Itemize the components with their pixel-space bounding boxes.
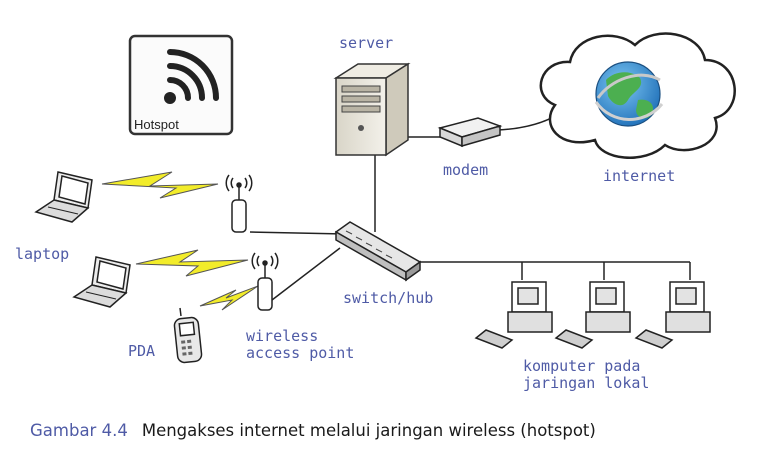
lightning-icon-3 [199, 285, 259, 311]
figure-caption: Gambar 4.4 Mengakses internet melalui jar… [30, 421, 596, 440]
lan-computers-line-2: jaringan lokal [523, 374, 650, 392]
caption-text: Mengakses internet melalui jaringan wire… [141, 421, 596, 440]
modem-label: modem [443, 161, 489, 179]
hotspot-sign [128, 34, 234, 136]
connection-lines [249, 109, 691, 301]
computer-icon-3 [634, 281, 711, 349]
computer-icon-2 [554, 281, 631, 349]
pda-label: PDA [128, 342, 156, 360]
line-ap1-switch [249, 231, 346, 235]
wireless-access-point-label: wireless access point [246, 328, 354, 362]
wireless-access-point-line-1: wireless [246, 327, 319, 345]
modem-icon [437, 117, 503, 148]
pda-icon [173, 307, 203, 364]
line-ap2-switch [271, 247, 341, 301]
wifi-icon [164, 49, 219, 104]
lan-computers-line-1: komputer pada [523, 357, 641, 375]
lightning-icon-1 [101, 171, 219, 199]
server-label: server [339, 34, 394, 52]
switch-hub-label: switch/hub [343, 289, 434, 307]
laptop-icon-2 [72, 256, 131, 308]
server-icon [333, 62, 411, 157]
computer-icon-1 [474, 281, 553, 349]
internet-label: internet [603, 167, 676, 185]
switch-hub-icon [334, 221, 422, 282]
laptop-icon-1 [34, 171, 93, 223]
lightning-icon-2 [135, 249, 249, 277]
access-point-icon-1 [225, 174, 253, 233]
access-point-icon-2 [251, 252, 279, 311]
laptop-label: laptop [15, 245, 70, 263]
wireless-signals [101, 171, 259, 311]
globe-icon [594, 61, 664, 127]
caption-number: Gambar 4.4 [30, 421, 128, 440]
wireless-access-point-line-2: access point [246, 344, 355, 362]
hotspot-label: Hotspot [134, 117, 179, 132]
internet-cloud-icon [539, 32, 736, 159]
lan-computers-label: komputer pada jaringan lokal [523, 358, 649, 392]
